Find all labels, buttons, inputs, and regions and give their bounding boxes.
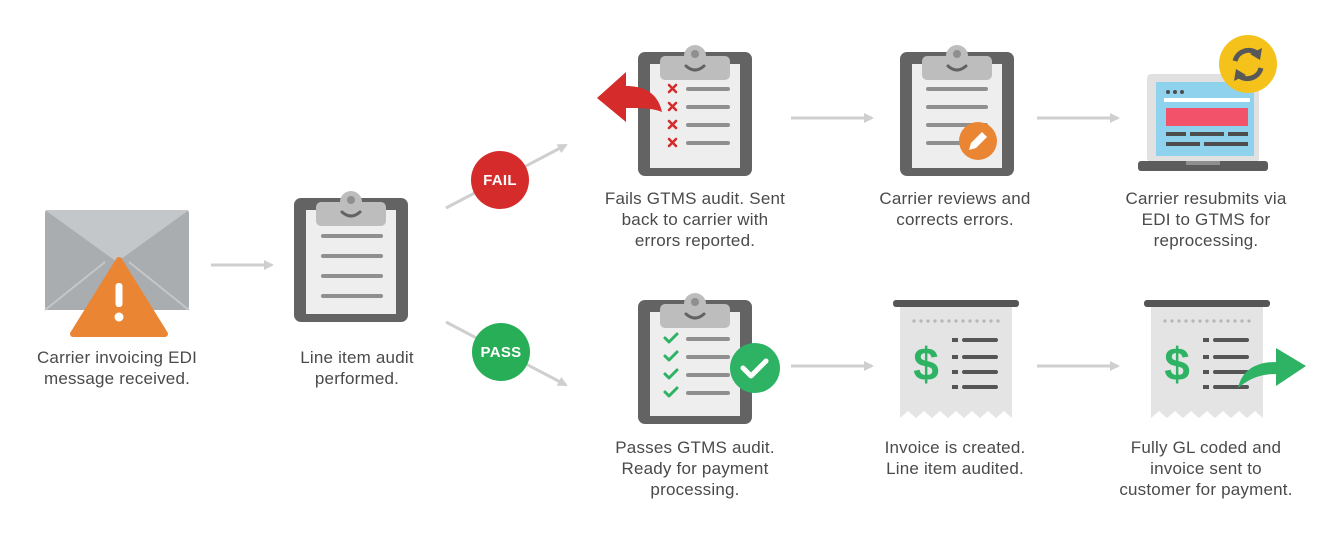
clipboard-edit-icon [898,43,1016,178]
caption-line: reprocessing. [1153,231,1259,250]
currency-symbol: $ [1164,338,1190,390]
caption-line: Ready for payment [621,459,769,478]
caption-line: corrects errors. [896,210,1014,229]
forward-arrow-icon [1238,348,1306,388]
return-arrow-icon [597,72,662,122]
caption-line: Fully GL coded and [1130,438,1282,457]
caption-line: performed. [314,369,400,388]
receipt-send-icon: $ [1144,300,1306,418]
caption-coded: Fully GL coded and invoice sent to custo… [1096,437,1316,500]
envelope-warning-icon [44,210,190,337]
caption-line: message received. [43,369,191,388]
caption-line: processing. [650,480,740,499]
caption-resubmits: Carrier resubmits via EDI to GTMS for re… [1101,188,1311,251]
caption-line: Fails GTMS audit. Sent [604,189,786,208]
error-marks [667,83,678,148]
caption-line: back to carrier with [621,210,769,229]
receipt-icon: $ [893,300,1019,418]
laptop-refresh-icon [1138,35,1277,171]
caption-reviews: Carrier reviews and corrects errors. [850,188,1060,230]
caption-line: Line item audited. [886,459,1024,478]
check-marks [663,332,679,398]
caption-line: Carrier invoicing EDI [36,348,198,367]
currency-symbol: $ [913,338,939,390]
caption-line: EDI to GTMS for [1141,210,1271,229]
fail-badge: FAIL [471,151,529,209]
caption-line: Passes GTMS audit. [615,438,775,457]
pass-badge: PASS [472,323,530,381]
caption-line: Line item audit [300,348,414,367]
check-badge-icon [730,343,780,393]
caption-line: errors reported. [634,231,756,250]
clipboard-checklist-icon [636,291,754,426]
caption-line: Carrier resubmits via [1125,189,1287,208]
caption-fails: Fails GTMS audit. Sent back to carrier w… [590,188,800,251]
caption-audit: Line item audit performed. [252,347,462,389]
caption-line: Carrier reviews and [879,189,1031,208]
caption-passes: Passes GTMS audit. Ready for payment pro… [590,437,800,500]
caption-line: Invoice is created. [884,438,1026,457]
caption-created: Invoice is created. Line item audited. [850,437,1060,479]
caption-received: Carrier invoicing EDI message received. [12,347,222,389]
caption-line: invoice sent to [1150,459,1262,478]
clipboard-icon [292,189,410,324]
clipboard-errors-icon [636,43,754,178]
caption-line: customer for payment. [1119,480,1293,499]
pencil-badge-icon [959,122,997,160]
